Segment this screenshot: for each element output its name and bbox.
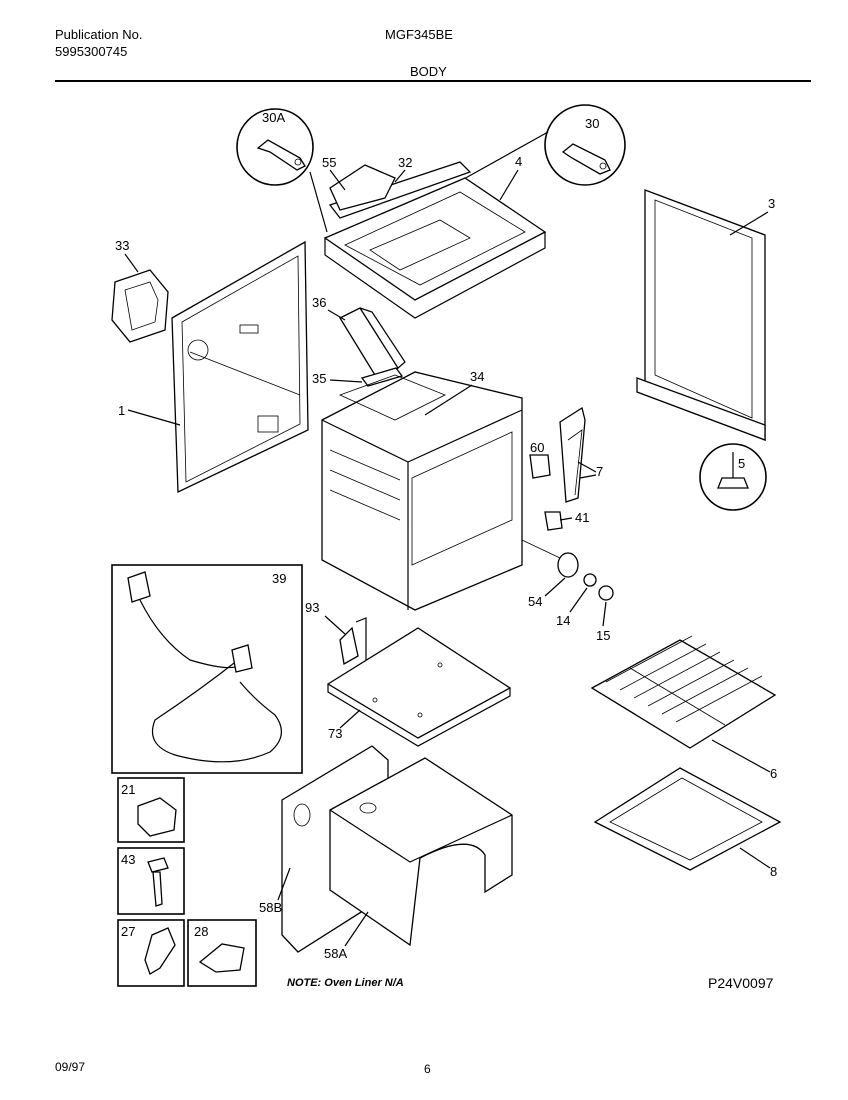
part-30A-detail (236, 108, 328, 233)
section-title: BODY (410, 64, 447, 79)
callout-27: 27 (121, 924, 135, 939)
part-73-bottom-panel (326, 627, 512, 747)
part-35-gasket (360, 367, 404, 387)
part-39-frame (111, 564, 303, 774)
callout-73: 73 (328, 726, 342, 741)
callout-55: 55 (322, 155, 336, 170)
part-43-screw (147, 857, 169, 907)
part-3-side-panel (636, 189, 766, 442)
part-60-clip (529, 454, 551, 479)
oven-light-assembly (521, 539, 614, 601)
footer-page-number: 6 (424, 1062, 431, 1076)
callout-60: 60 (530, 440, 544, 455)
publication-label: Publication No. (55, 27, 143, 42)
callout-58A: 58A (324, 946, 347, 961)
part-28-clip (198, 943, 245, 973)
oven-cavity-body (321, 371, 523, 611)
part-6-oven-rack (590, 635, 777, 749)
callout-4: 4 (515, 154, 522, 169)
diagram-code: P24V0097 (708, 975, 774, 991)
oven-liner-note: NOTE: Oven Liner N/A (287, 977, 404, 989)
callout-1: 1 (118, 403, 125, 418)
header-rule (55, 80, 811, 82)
callout-28: 28 (194, 924, 208, 939)
callout-8: 8 (770, 864, 777, 879)
part-7-hinge (559, 406, 586, 503)
callout-35: 35 (312, 371, 326, 386)
callout-14: 14 (556, 613, 570, 628)
model-number: MGF345BE (385, 27, 453, 42)
callout-5: 5 (738, 456, 745, 471)
callout-93: 93 (305, 600, 319, 615)
callout-3: 3 (768, 196, 775, 211)
part-36-vent-duct (339, 307, 406, 381)
callout-30A: 30A (262, 110, 285, 125)
callout-36: 36 (312, 295, 326, 310)
part-27-frame (117, 919, 185, 987)
part-5-leveling-leg (699, 443, 767, 511)
publication-number: 5995300745 (55, 44, 128, 59)
part-33-bracket (111, 269, 169, 343)
callout-43: 43 (121, 852, 135, 867)
part-27-clip (144, 927, 176, 975)
callout-21: 21 (121, 782, 135, 797)
callout-39: 39 (272, 571, 286, 586)
part-41-catch (544, 511, 563, 531)
callout-6: 6 (770, 766, 777, 781)
part-58A-insulation (329, 757, 513, 947)
cooktop-frame (323, 161, 547, 319)
part-30-detail (461, 104, 626, 186)
part-8-broiler-pan (593, 767, 782, 871)
part-1-back-panel (171, 240, 309, 494)
part-43-frame (117, 847, 185, 915)
callout-33: 33 (115, 238, 129, 253)
part-39-power-cord (127, 571, 282, 763)
callout-34: 34 (470, 369, 484, 384)
callout-7: 7 (596, 464, 603, 479)
part-93-bracket (339, 617, 367, 666)
callout-58B: 58B (259, 900, 282, 915)
callout-15: 15 (596, 628, 610, 643)
callout-54: 54 (528, 594, 542, 609)
part-21-frame (117, 777, 185, 843)
footer-date: 09/97 (55, 1060, 86, 1074)
part-28-frame (187, 919, 257, 987)
callout-30: 30 (585, 116, 599, 131)
callout-32: 32 (398, 155, 412, 170)
part-21-grommet (137, 797, 177, 837)
callout-41: 41 (575, 510, 589, 525)
